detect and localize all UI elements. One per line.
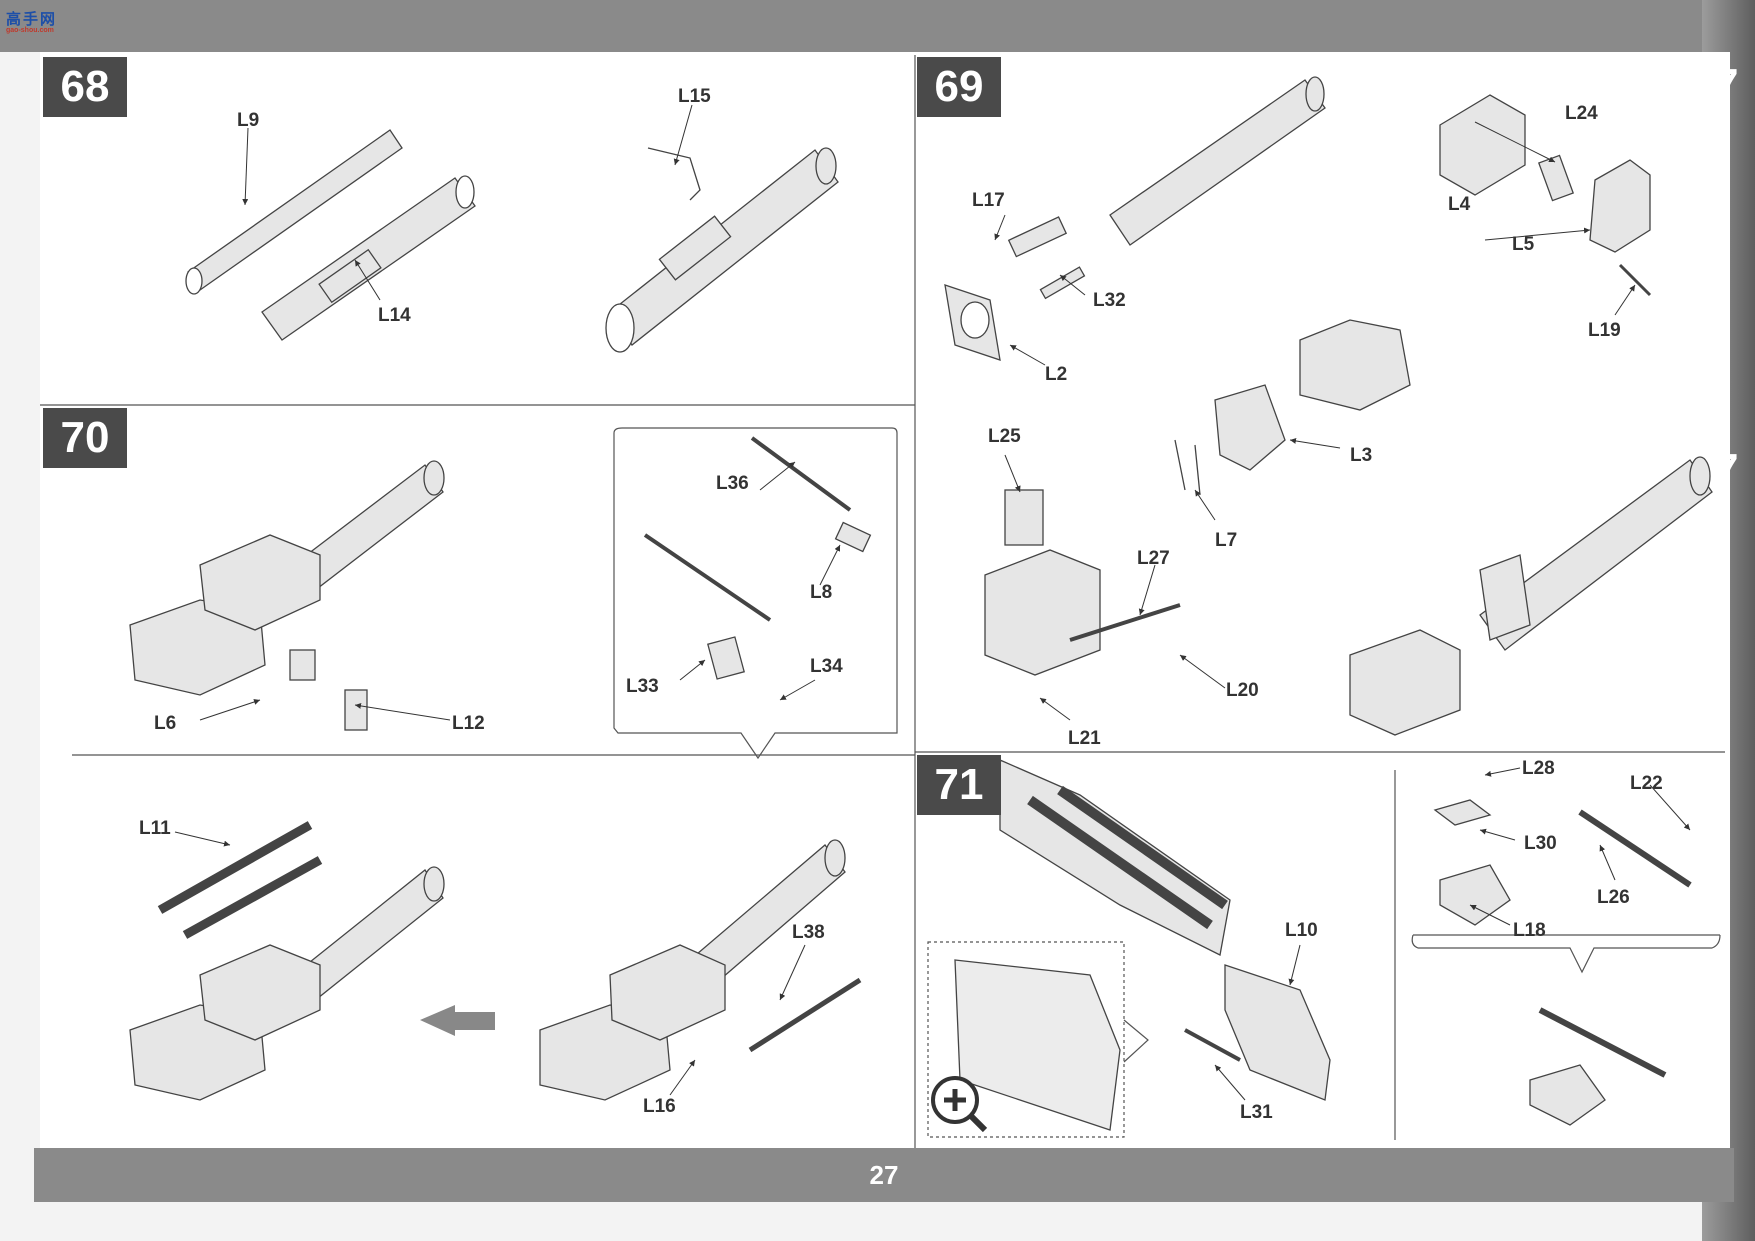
part-label: L10 <box>1285 920 1318 941</box>
part-label: L7 <box>1215 530 1238 551</box>
part-label: L8 <box>810 582 833 603</box>
part-label: L12 <box>452 713 485 734</box>
part-label: L2 <box>1045 364 1068 385</box>
page-number: 27 <box>869 1160 899 1190</box>
zoom-in-icon <box>931 1076 988 1133</box>
gun-assembly-70-result <box>129 821 445 1101</box>
page-footer: 27 <box>34 1148 1734 1202</box>
part-label: L16 <box>643 1096 676 1117</box>
barrel-assembly-69 <box>944 76 1326 361</box>
part-label: L34 <box>810 656 843 677</box>
barrel-assembly-68 <box>605 147 839 353</box>
zoom-detail <box>954 959 1121 1131</box>
part-label: L15 <box>678 86 711 107</box>
part-label: L31 <box>1240 1102 1273 1123</box>
part-label: L14 <box>378 305 411 326</box>
part-label: L18 <box>1513 920 1546 941</box>
gun-assembly-70-step <box>539 839 862 1101</box>
breech-block-l25 <box>984 489 1181 676</box>
part-label: L6 <box>154 713 177 734</box>
part-label: L27 <box>1137 548 1170 569</box>
part-label: L28 <box>1522 758 1555 779</box>
part-label: L24 <box>1565 103 1598 124</box>
part-label: L17 <box>972 190 1005 211</box>
step-71-badge: 71 <box>917 755 1001 815</box>
trigger-parts-callout <box>643 436 872 680</box>
barrel-assembly-69-result <box>1349 456 1713 736</box>
step-69-badge: 69 <box>917 57 1001 117</box>
barrel-tube-l14 <box>261 175 476 341</box>
step-70-badge: 70 <box>43 408 127 468</box>
part-label: L4 <box>1448 194 1471 215</box>
step-68-badge: 68 <box>43 57 127 117</box>
part-label: L5 <box>1512 234 1535 255</box>
barrel-tube-l9 <box>185 129 403 295</box>
breech-parts-l4-l5 <box>1439 94 1652 297</box>
part-label: L38 <box>792 922 825 943</box>
part-label: L22 <box>1630 773 1663 794</box>
part-label: L9 <box>237 110 260 131</box>
part-label: L20 <box>1226 680 1259 701</box>
gun-assembly-70 <box>129 460 445 731</box>
direction-arrow-icon <box>420 1005 495 1036</box>
part-label: L26 <box>1597 887 1630 908</box>
part-label: L30 <box>1524 833 1557 854</box>
gun-assembly-71 <box>999 759 1331 1101</box>
side-plate-l18 <box>1433 799 1692 1126</box>
part-label: L33 <box>626 676 659 697</box>
part-label: L36 <box>716 473 749 494</box>
part-label: L32 <box>1093 290 1126 311</box>
part-label: L19 <box>1588 320 1621 341</box>
receiver-l3 <box>1174 319 1411 496</box>
part-label: L21 <box>1068 728 1101 749</box>
part-label: L25 <box>988 426 1021 447</box>
part-label: L11 <box>139 818 171 839</box>
part-label: L3 <box>1350 445 1373 466</box>
